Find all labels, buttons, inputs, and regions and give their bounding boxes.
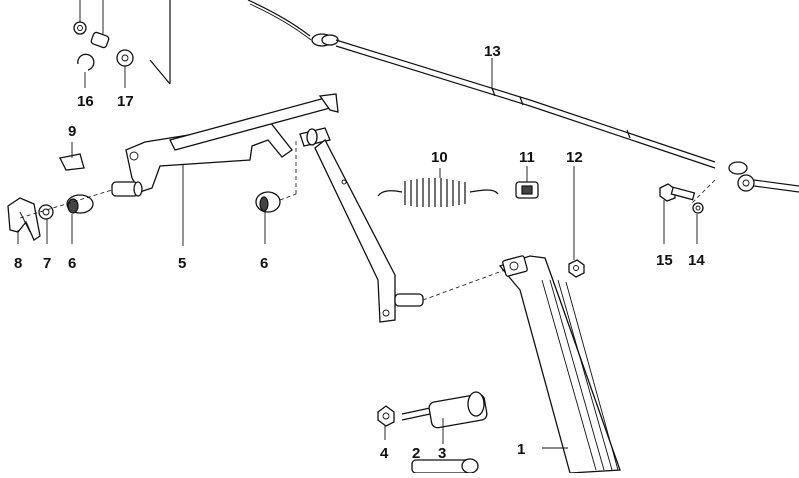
cable-screws <box>659 183 704 214</box>
leader-lines <box>17 58 698 449</box>
callout-4: 4 <box>380 445 389 462</box>
top-small-parts <box>73 0 171 88</box>
callout-14: 14 <box>688 252 705 269</box>
left-bushings <box>7 153 113 241</box>
callout-17: 17 <box>117 93 134 110</box>
callout-10: 10 <box>431 149 448 166</box>
callout-3: 3 <box>438 445 446 462</box>
callout-8: 8 <box>14 255 22 272</box>
callout-6b: 6 <box>260 255 268 272</box>
pedal-stop <box>377 391 488 474</box>
pedal-bushing <box>255 140 297 213</box>
stop-bushing <box>515 181 539 199</box>
callout-7: 7 <box>43 255 51 272</box>
callout-11: 11 <box>519 149 535 166</box>
callout-6a: 6 <box>68 255 76 272</box>
hex-nut <box>568 259 585 278</box>
callout-1: 1 <box>517 441 525 458</box>
callout-13: 13 <box>484 43 501 60</box>
callout-12: 12 <box>566 149 583 166</box>
accelerator-pedal <box>498 255 621 474</box>
callout-9: 9 <box>68 123 76 140</box>
callout-15: 15 <box>656 252 673 269</box>
return-spring <box>377 178 499 207</box>
accelerator-cable <box>247 0 799 206</box>
pedal-shaft-bracket <box>169 93 506 323</box>
callout-labels: 1 2 3 4 5 6 6 7 8 9 10 11 12 13 14 15 16… <box>14 43 705 462</box>
spring-coils <box>404 178 466 207</box>
callout-16: 16 <box>77 93 94 110</box>
callout-5: 5 <box>178 255 186 272</box>
callout-2: 2 <box>412 445 420 462</box>
